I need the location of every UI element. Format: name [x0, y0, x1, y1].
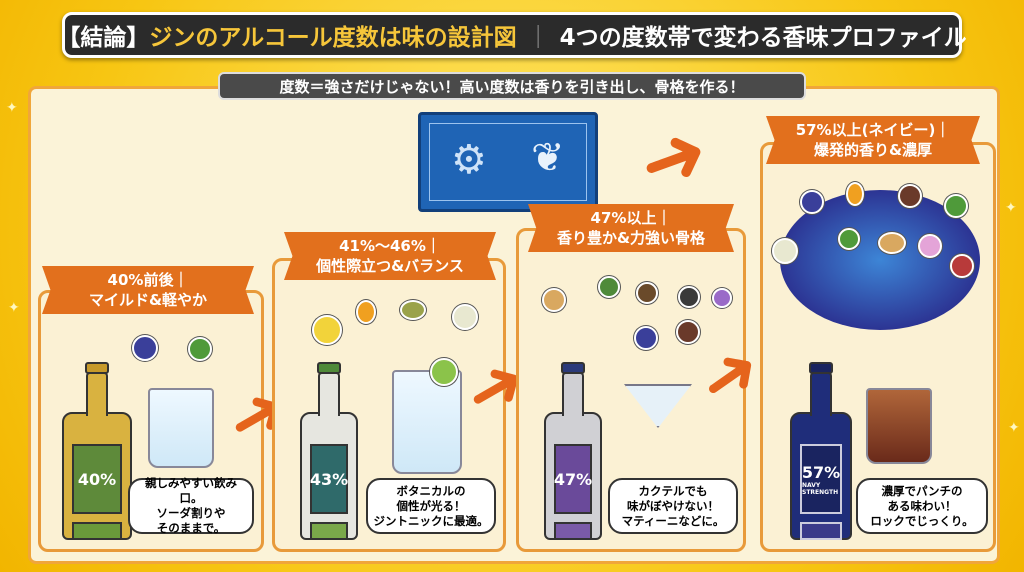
bottle-40: 40%: [62, 362, 132, 540]
page-title: 【結論】 ジンのアルコール度数は味の設計図 ｜ 4つの度数帯で変わる香味プロファ…: [57, 12, 967, 58]
speech-bubble: ボタニカルの個性が光る！ジントニックに最適。: [366, 478, 496, 534]
berry-icon: [950, 254, 974, 278]
speech-bubble: 親しみやすい飲み口。ソーダ割りやそのままで。: [128, 476, 254, 535]
speech-bubble: 濃厚でパンチのある味わい！ロックでじっくり。: [856, 478, 988, 534]
dill-flower-icon: [772, 238, 798, 264]
orange-peel-icon: [846, 182, 864, 206]
rock-glass: [866, 388, 932, 464]
lemon-icon: [312, 315, 342, 345]
stage-ribbon-47: 47%以上｜香り豊か&力強い骨格: [528, 204, 734, 252]
bottle-sublabel: NAVY STRENGTH: [802, 481, 839, 496]
bottle-label: 43%: [310, 444, 348, 514]
bottle-label: 57%: [801, 462, 841, 482]
juniper-icon: [800, 190, 824, 214]
flower-icon: [918, 234, 942, 258]
stage-ribbon-40: 40%前後｜マイルド&軽やか: [42, 266, 254, 314]
juniper-icon: [634, 326, 658, 350]
ginger-icon: [878, 232, 906, 254]
cardamom-icon: [400, 300, 426, 320]
sparkle-icon: ✦: [1005, 200, 1017, 216]
bottle-label: 40%: [72, 444, 122, 514]
gin-tonic-glass: [392, 370, 462, 474]
bottle-57: 57%NAVY STRENGTH: [790, 362, 852, 540]
nut-icon: [636, 282, 658, 304]
stage-ribbon-57: 57%以上(ネイビー)｜爆発的香り&濃厚: [766, 116, 980, 164]
coriander-icon: [944, 194, 968, 218]
lime-icon: [430, 358, 458, 386]
highball-glass: [148, 388, 214, 468]
title-separator: ｜: [526, 25, 550, 51]
coriander-icon: [188, 337, 212, 361]
gear-icon: ⚙: [451, 137, 487, 183]
dill-flower-icon: [452, 304, 478, 330]
star-anise-icon: [676, 320, 700, 344]
blueprint-illustration: ⚙ ❦: [418, 112, 598, 212]
sparkle-icon: ✦: [6, 100, 18, 116]
bottle-label: 47%: [554, 444, 592, 514]
bottle-43: 43%: [300, 362, 358, 540]
title-tag: 【結論】: [57, 25, 150, 51]
star-anise-icon: [898, 184, 922, 208]
leaf-icon: [838, 228, 860, 250]
speech-bubble: カクテルでも味がぼやけない！マティーニなどに。: [608, 478, 738, 534]
juniper-icon: [132, 335, 158, 361]
bottle-47: 47%: [544, 362, 602, 540]
title-sub: 4つの度数帯で変わる香味プロファイル: [559, 25, 967, 51]
orange-peel-icon: [356, 300, 376, 324]
herb-icon: ❦: [531, 135, 565, 181]
sparkle-icon: ✦: [1008, 420, 1020, 436]
ginger-icon: [542, 288, 566, 312]
sparkle-icon: ✦: [8, 300, 20, 316]
pepper-icon: [678, 286, 700, 308]
leaf-icon: [598, 276, 620, 298]
lavender-icon: [712, 288, 732, 308]
stage-ribbon-43: 41%〜46%｜個性際立つ&バランス: [284, 232, 496, 280]
subtitle-banner: 度数＝強さだけじゃない！高い度数は香りを引き出し、骨格を作る！: [218, 72, 806, 100]
title-main: ジンのアルコール度数は味の設計図: [149, 25, 517, 51]
